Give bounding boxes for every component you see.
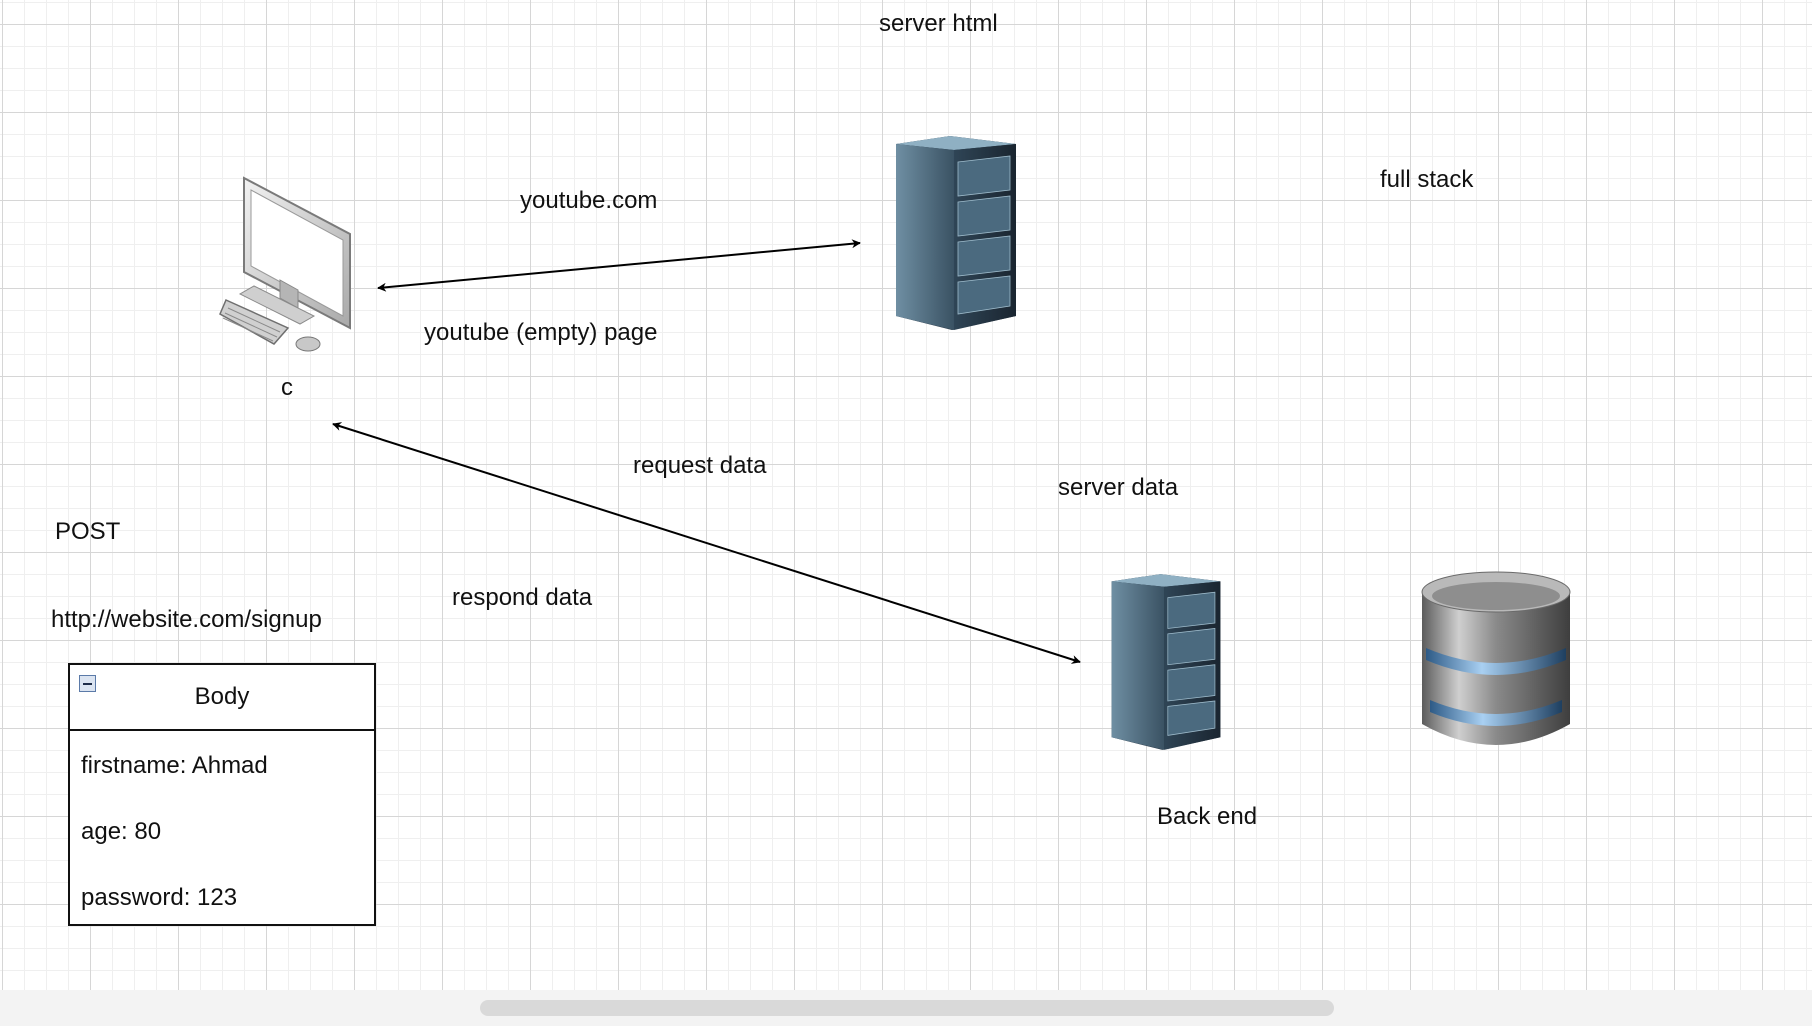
body-field[interactable]: firstname: Ahmad — [81, 752, 268, 779]
label-request-data[interactable]: request data — [633, 452, 767, 479]
label-full-stack[interactable]: full stack — [1380, 166, 1474, 193]
diagram-canvas[interactable]: server html full stack youtube.com youtu… — [0, 0, 1812, 990]
label-server-html[interactable]: server html — [879, 10, 998, 37]
label-signup-url[interactable]: http://website.com/signup — [51, 606, 322, 633]
label-post[interactable]: POST — [55, 518, 121, 545]
body-field[interactable]: password: 123 — [81, 884, 238, 911]
body-container-title: Body — [194, 683, 250, 710]
label-respond-data[interactable]: respond data — [452, 584, 593, 611]
server-rack-icon[interactable] — [892, 134, 1020, 332]
body-field[interactable]: age: 80 — [81, 818, 162, 845]
label-server-data[interactable]: server data — [1058, 474, 1179, 501]
horizontal-scrollbar-thumb[interactable] — [480, 1000, 1334, 1016]
arrow-client-server-data[interactable] — [332, 422, 1081, 664]
label-youtube-com[interactable]: youtube.com — [520, 187, 658, 214]
body-container[interactable]: Body firstname: Ahmad age: 80 password: … — [68, 663, 376, 926]
label-back-end[interactable]: Back end — [1157, 803, 1258, 830]
arrow-client-server-html[interactable] — [377, 239, 861, 292]
desktop-computer-icon[interactable] — [218, 176, 358, 356]
connectors — [332, 239, 1081, 664]
body-container-header[interactable]: Body — [70, 665, 374, 731]
server-rack-icon[interactable] — [1108, 570, 1224, 754]
label-client[interactable]: c — [281, 374, 293, 401]
collapse-toggle-icon[interactable] — [79, 675, 96, 692]
label-youtube-empty-page[interactable]: youtube (empty) page — [424, 319, 658, 346]
database-icon[interactable] — [1418, 570, 1574, 752]
